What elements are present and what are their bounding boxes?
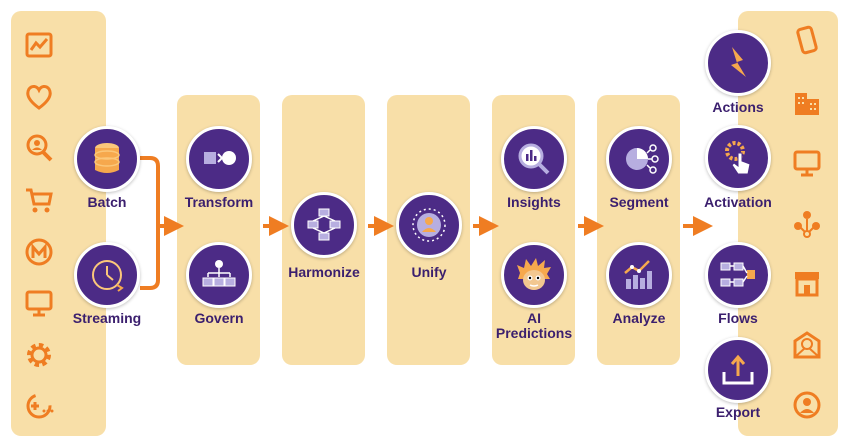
transform-icon xyxy=(204,151,236,165)
flow-icon xyxy=(720,262,755,287)
building-icon xyxy=(792,88,822,118)
unified-profile-icon xyxy=(412,208,446,242)
streaming-node xyxy=(74,242,140,308)
pie-segment-icon xyxy=(626,144,659,174)
hierarchy-icon xyxy=(202,260,236,287)
lightning-icon xyxy=(731,47,746,77)
export-node xyxy=(705,337,771,403)
unify-node xyxy=(396,192,462,258)
export-tray-icon xyxy=(722,354,754,385)
add-more-icon xyxy=(24,391,54,421)
search-person-icon xyxy=(24,133,54,163)
gear-icon xyxy=(24,340,54,370)
monitor-icon xyxy=(24,288,54,318)
einstein-icon xyxy=(517,258,551,290)
store-icon xyxy=(792,268,822,298)
actions-node xyxy=(705,30,771,96)
harmonize-node xyxy=(291,192,357,258)
flows-label: Flows xyxy=(718,310,758,326)
ai-predictions-label: AI Predictions xyxy=(495,310,573,341)
analyze-node xyxy=(606,242,672,308)
ai-predictions-node xyxy=(501,242,567,308)
transform-label: Transform xyxy=(184,194,254,210)
heart-icon xyxy=(24,82,54,112)
segment-node xyxy=(606,126,672,192)
batch-connector xyxy=(140,156,160,290)
mulesoft-icon xyxy=(24,237,54,267)
batch-node xyxy=(74,126,140,192)
phone-icon xyxy=(792,25,822,55)
insights-node xyxy=(501,126,567,192)
clock-icon xyxy=(92,260,124,292)
harmonize-label: Harmonize xyxy=(288,264,360,280)
monitor-icon xyxy=(792,148,822,178)
segment-label: Segment xyxy=(609,194,669,210)
email-icon xyxy=(792,330,822,360)
activation-node xyxy=(705,125,771,191)
govern-node xyxy=(186,242,252,308)
magnifier-chart-icon xyxy=(518,143,550,175)
batch-label: Batch xyxy=(87,194,127,210)
data-model-icon xyxy=(307,208,341,241)
person-icon xyxy=(792,390,822,420)
insights-label: Insights xyxy=(507,194,561,210)
source-systems-panel xyxy=(11,11,106,436)
flows-node xyxy=(705,242,771,308)
database-icon xyxy=(94,143,120,173)
chart-icon xyxy=(24,30,54,60)
actions-label: Actions xyxy=(712,99,764,115)
activation-label: Activation xyxy=(704,194,772,210)
streaming-label: Streaming xyxy=(72,310,142,326)
export-label: Export xyxy=(715,404,761,420)
unify-label: Unify xyxy=(411,264,447,280)
transform-node xyxy=(186,126,252,192)
govern-label: Govern xyxy=(194,310,244,326)
gear-touch-icon xyxy=(725,141,751,175)
people-network-icon xyxy=(792,208,822,238)
cart-icon xyxy=(24,185,54,215)
bar-trend-icon xyxy=(624,260,652,289)
analyze-label: Analyze xyxy=(612,310,666,326)
